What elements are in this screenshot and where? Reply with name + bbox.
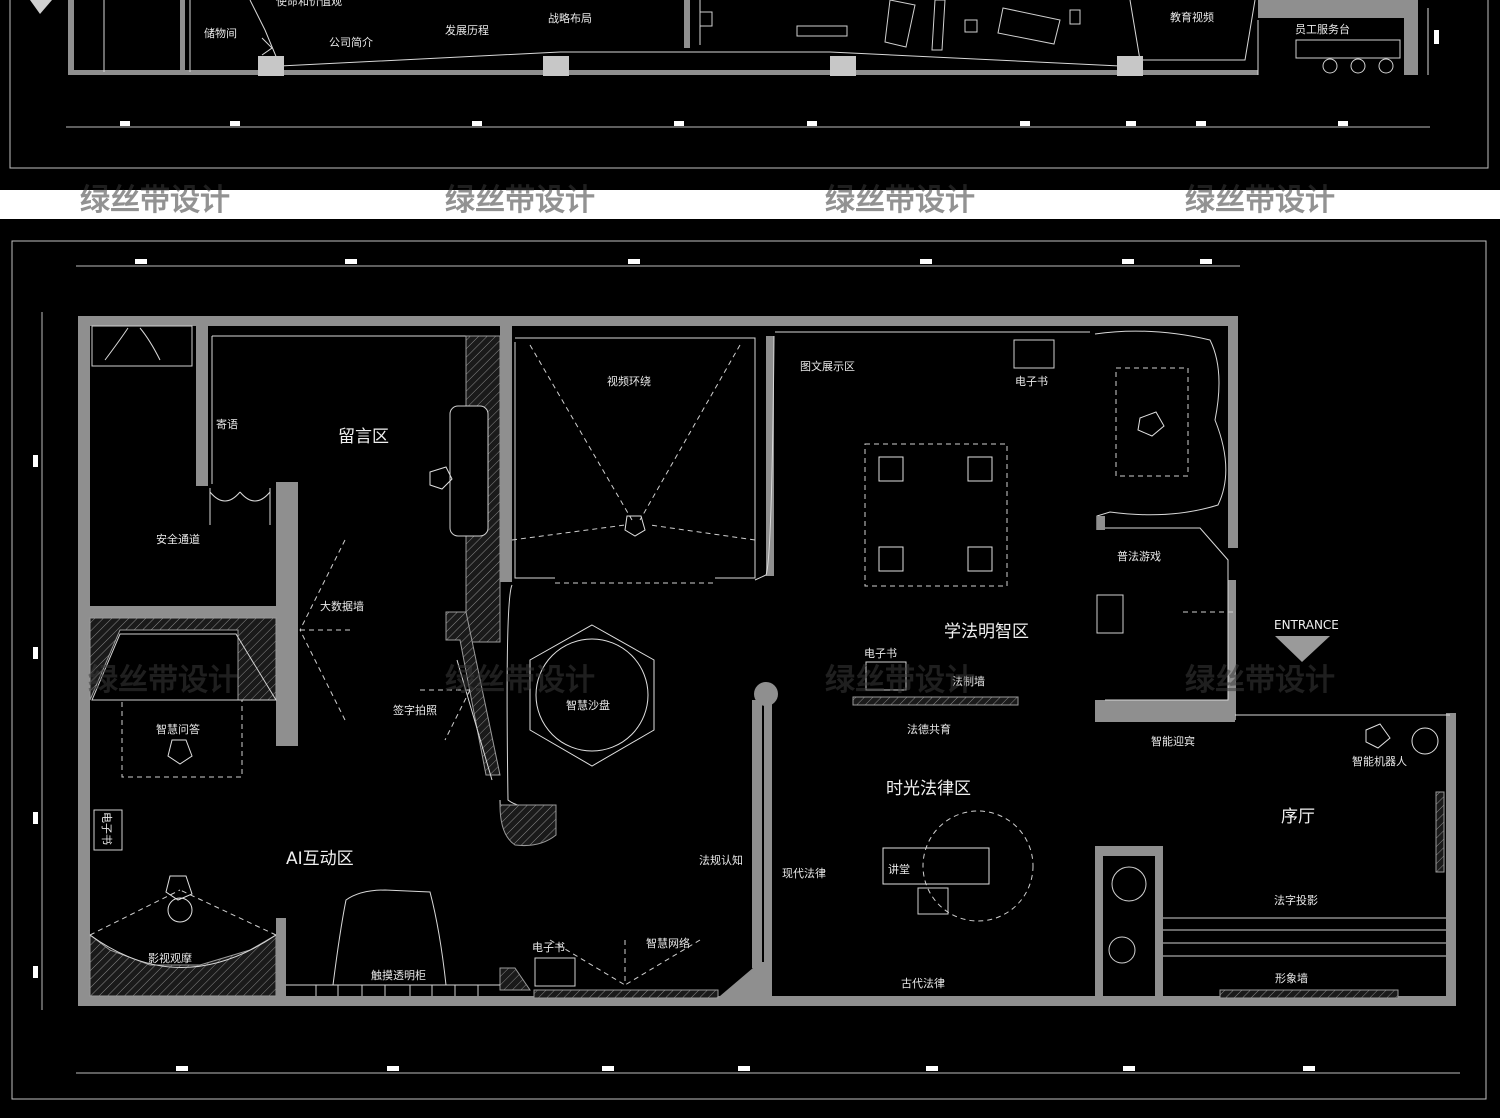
main-left-dimension-marks [33, 455, 38, 978]
label-ebook-bottom: 电子书 [532, 941, 565, 954]
label-staff-desk: 员工服务台 [1295, 22, 1350, 36]
label-ebook-mid: 电子书 [864, 647, 897, 660]
zone-ai: AI互动区 [286, 849, 354, 869]
label-safety-exit: 安全通道 [156, 532, 200, 546]
top-panel: 储物间 使命和价值观 公司简介 发展历程 战略布局 教育视频 员工服务台 绿丝带… [0, 0, 1500, 218]
label-ebook-left: 电子书 [100, 812, 113, 845]
label-smart-qa: 智慧问答 [156, 722, 200, 736]
label-smart-robot: 智能机器人 [1352, 754, 1407, 768]
label-smart-network: 智慧网络 [646, 936, 690, 950]
label-law-game: 普法游戏 [1117, 549, 1161, 563]
label-message-words: 寄语 [216, 417, 238, 431]
watermark-4: 绿丝带设计 [1185, 183, 1335, 218]
label-mission: 使命和价值观 [276, 0, 342, 8]
label-storage: 储物间 [204, 26, 237, 40]
label-morality: 法德共育 [907, 722, 951, 736]
watermark-5: 绿丝带设计 [88, 663, 238, 698]
label-sign-photo: 签字拍照 [393, 703, 437, 717]
main-bottom-dimension-marks [176, 1066, 1315, 1071]
label-ancient-law: 古代法律 [901, 976, 945, 990]
watermark-8: 绿丝带设计 [1185, 663, 1335, 698]
watermark-3: 绿丝带设计 [825, 183, 975, 218]
label-big-data-wall: 大数据墙 [320, 599, 364, 613]
label-movie-view: 影视观摩 [148, 951, 192, 965]
label-video-surround: 视频环绕 [607, 374, 651, 388]
top-dimension-marks [120, 121, 1348, 126]
label-smart-sandtable: 智慧沙盘 [566, 698, 610, 712]
label-entrance: ENTRANCE [1274, 618, 1339, 632]
watermark-1: 绿丝带设计 [80, 183, 230, 218]
label-law-cognition: 法规认知 [699, 853, 743, 867]
label-graphic-display: 图文展示区 [800, 359, 855, 373]
watermark-2: 绿丝带设计 [445, 183, 595, 218]
label-edu-video: 教育视频 [1170, 10, 1214, 24]
label-history: 发展历程 [445, 23, 489, 37]
main-panel: AI互动区 留言区 学法明智区 时光法律区 序厅 寄语 安全通道 大数据墙 智慧… [0, 219, 1500, 1118]
zone-time-law: 时光法律区 [886, 779, 971, 799]
label-law-projection: 法字投影 [1274, 893, 1318, 907]
label-lecture: 讲堂 [888, 862, 910, 876]
label-strategy: 战略布局 [548, 11, 592, 25]
label-law-wall: 法制墙 [952, 674, 985, 688]
watermark-7: 绿丝带设计 [825, 663, 975, 698]
label-modern-law: 现代法律 [782, 866, 826, 880]
label-touch-cabinet: 触摸透明柜 [371, 968, 426, 982]
label-ebook-top: 电子书 [1015, 375, 1048, 388]
zone-law-wisdom: 学法明智区 [944, 622, 1029, 642]
label-company-intro: 公司简介 [329, 35, 373, 49]
zone-lobby: 序厅 [1281, 807, 1315, 827]
label-image-wall: 形象墙 [1275, 971, 1308, 985]
zone-message: 留言区 [338, 427, 389, 447]
main-top-dimension-marks [135, 259, 1212, 264]
label-smart-welcome: 智能迎宾 [1151, 734, 1195, 748]
watermark-6: 绿丝带设计 [445, 663, 595, 698]
